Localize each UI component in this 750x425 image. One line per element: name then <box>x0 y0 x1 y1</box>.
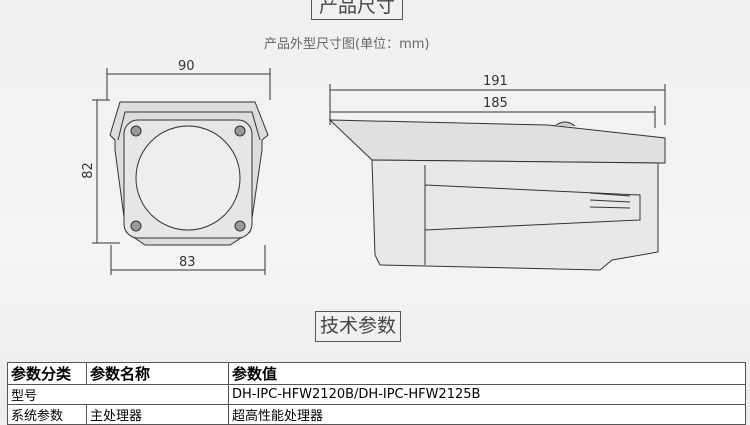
dimension-caption: 产品外型尺寸图(单位：mm) <box>264 37 430 52</box>
side-view-drawing <box>328 84 666 271</box>
dimension-drawings <box>92 68 666 275</box>
cell-category: 型号 <box>7 384 229 405</box>
hood-length-label: 185 <box>483 96 508 111</box>
cell-value: 超高性能处理器 <box>228 404 746 425</box>
table-row: 系统参数 主处理器 超高性能处理器 <box>7 404 746 425</box>
front-height-label: 82 <box>80 162 96 179</box>
header-name: 参数名称 <box>86 362 229 385</box>
front-width-top-label: 90 <box>178 59 195 74</box>
table-row: 型号 DH-IPC-HFW2120B/DH-IPC-HFW2125B <box>7 384 746 405</box>
section-title-specs: 技术参数 <box>315 311 401 342</box>
cell-category: 系统参数 <box>7 404 87 425</box>
cell-name: 主处理器 <box>86 404 229 425</box>
front-width-bottom-label: 83 <box>179 255 196 270</box>
header-category: 参数分类 <box>7 362 87 385</box>
front-view-drawing <box>92 68 271 275</box>
cell-value: DH-IPC-HFW2120B/DH-IPC-HFW2125B <box>228 384 746 405</box>
side-length-label: 191 <box>483 74 508 89</box>
table-header-row: 参数分类 参数名称 参数值 <box>7 362 746 385</box>
spec-table: 参数分类 参数名称 参数值 型号 DH-IPC-HFW2120B/DH-IPC-… <box>7 362 746 425</box>
header-value: 参数值 <box>228 362 746 385</box>
section-title-dimensions: 产品尺寸 <box>311 0 403 20</box>
